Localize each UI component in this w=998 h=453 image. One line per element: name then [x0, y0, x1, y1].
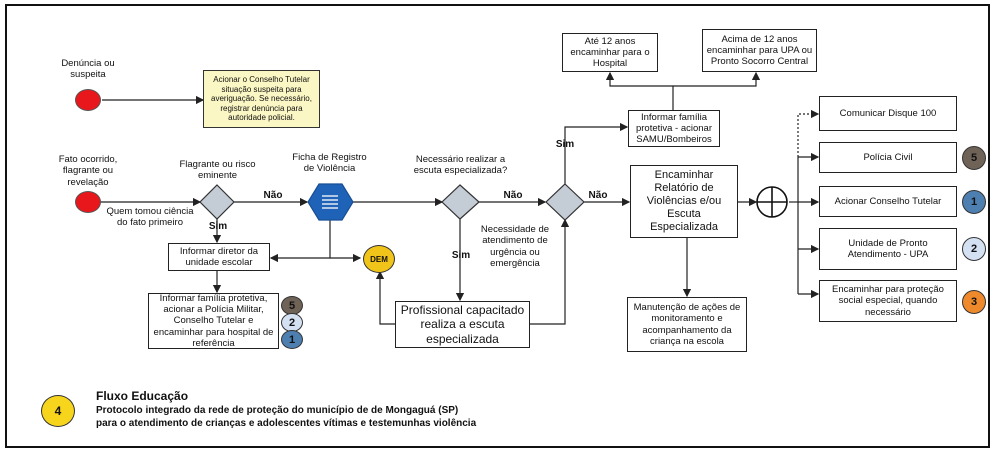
edge-urgencia-samu [564, 122, 629, 184]
form-hexagon [307, 183, 354, 221]
edge-label-sim-2: Sim [451, 250, 471, 261]
box-informar-familia-pm: Informar família protetiva, acionar a Po… [148, 293, 279, 349]
box-manutencao: Manutenção de ações de monitoramento e a… [627, 297, 747, 352]
label-denuncia: Denúncia ou suspeita [61, 58, 115, 81]
badge-familia-5: 5 [281, 296, 303, 315]
box-conselho-tutelar: Acionar Conselho Tutelar [819, 186, 957, 217]
edge-samu-hospital [605, 71, 674, 110]
dem-badge: DEM [363, 245, 395, 273]
legend-title: Fluxo Educação [96, 389, 189, 403]
label-fato: Fato ocorrido, flagrante ou revelação [58, 154, 118, 188]
start-dot-denuncia [75, 89, 101, 111]
edge-gateway-disque [797, 109, 820, 157]
label-escuta: Necessário realizar a escuta especializa… [413, 154, 508, 177]
legend-badge-4: 4 [41, 395, 75, 427]
decision-diamond-escuta [441, 184, 480, 220]
box-informar-diretor: Informar diretor da unidade escolar [168, 243, 270, 271]
edge-profissional-urgencia [530, 218, 570, 325]
box-upa-central: Acima de 12 anos encaminhar para UPA ou … [702, 29, 817, 72]
edge-ficha-diretor [269, 220, 331, 263]
start-dot-fato [75, 191, 101, 213]
legend-line-2: para o atendimento de crianças e adolesc… [96, 418, 477, 429]
box-upa: Unidade de Pronto Atendimento - UPA [819, 228, 957, 270]
box-encaminhar-relatorio: Encaminhar Relatório de Violências e/ou … [630, 165, 738, 238]
legend-line-1: Protocolo integrado da rede de proteção … [96, 405, 459, 416]
decision-diamond-flagrante [199, 184, 235, 220]
box-informar-samu: Informar família protetiva - acionar SAM… [628, 110, 720, 147]
badge-protecao-3: 3 [962, 290, 986, 314]
box-hospital: Até 12 anos encaminhar para o Hospital [562, 33, 658, 72]
label-ficha: Ficha de Registro de Violência [292, 152, 367, 175]
label-flagrante: Flagrante ou risco eminente [179, 159, 256, 182]
label-quem-tomou: Quem tomou ciência do fato primeiro [106, 206, 194, 229]
diagram-frame [5, 4, 990, 448]
edge-label-nao-3: Não [588, 190, 608, 201]
note-conselho: Acionar o Conselho Tutelar situação susp… [203, 70, 320, 128]
edge-label-sim-1: Sim [208, 221, 228, 232]
document-lines-icon [322, 195, 338, 209]
box-policia-civil: Polícia Civil [819, 142, 957, 173]
badge-upa-2: 2 [962, 237, 986, 261]
badge-familia-1: 1 [281, 330, 303, 349]
box-disque-100: Comunicar Disque 100 [819, 96, 957, 131]
box-profissional-escuta: Profissional capacitado realiza a escuta… [395, 301, 530, 348]
box-protecao-social: Encaminhar para proteção social especial… [819, 280, 957, 322]
edge-profissional-dem [375, 270, 395, 325]
edge-label-nao-1: Não [263, 190, 283, 201]
edge-label-sim-3: Sim [555, 139, 575, 150]
edge-samu-upa [673, 71, 761, 87]
badge-conselho-1: 1 [962, 190, 986, 214]
edge-label-nao-2: Não [503, 190, 523, 201]
decision-diamond-urgencia [545, 183, 585, 221]
label-urgencia: Necessidade de atendimento de urgência o… [480, 224, 550, 270]
badge-policia-5: 5 [962, 146, 986, 170]
